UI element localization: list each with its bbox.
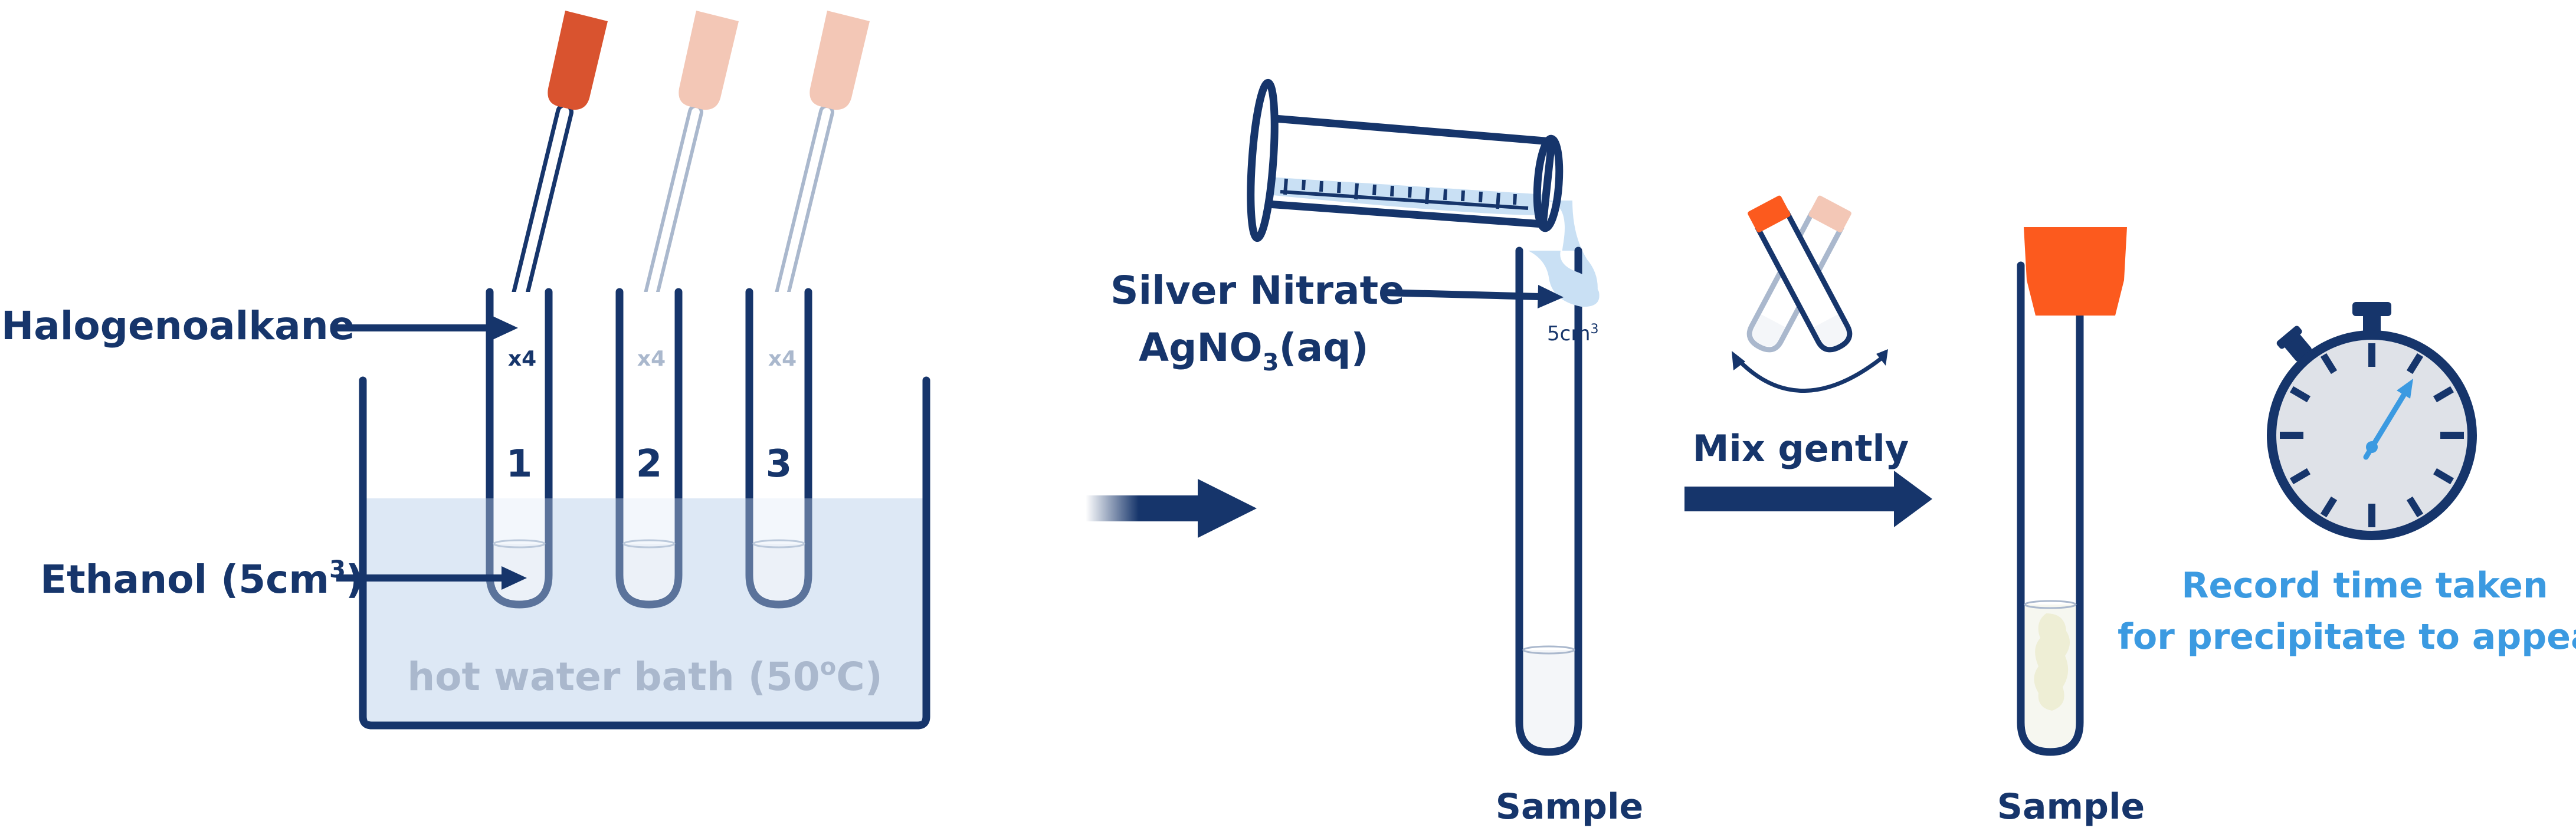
dropper-3-stem <box>773 108 831 320</box>
sample-label-1: Sample <box>1496 786 1643 827</box>
sample-tube-1-surface <box>1522 645 1575 655</box>
tube-1-ethanol-surface <box>493 539 546 548</box>
stopwatch-hand-tip <box>2397 379 2413 399</box>
stopper <box>2024 227 2127 316</box>
tube-number-3: 3 <box>766 442 792 486</box>
volume-label: 5cm3 <box>1547 322 1598 346</box>
tube-3-ethanol-surface <box>752 539 805 548</box>
drop-count-1: x4 <box>508 347 536 371</box>
test-tube-3 <box>745 288 812 609</box>
water-bath-container <box>359 376 930 730</box>
agno3-label: AgNO3(aq) <box>1139 325 1369 376</box>
stopwatch-face <box>2267 330 2477 540</box>
mix-tube-dark <box>1748 195 1853 353</box>
sample-tube-1-pour <box>1528 251 1600 307</box>
drop-count-3: x4 <box>768 347 797 371</box>
stopwatch-crown <box>2352 302 2391 316</box>
sample-label-2: Sample <box>1997 786 2145 827</box>
sample-tube-1-liquid <box>1523 650 1574 748</box>
mix-gently-label: Mix gently <box>1693 427 1909 470</box>
silver-nitrate-arrow <box>1383 285 1564 308</box>
sample-tube-1 <box>1515 247 1582 756</box>
dropper-2-bulb <box>679 11 739 110</box>
cylinder-lip <box>1533 134 1564 232</box>
test-tube-1 <box>486 288 553 609</box>
mix-arrowhead-right <box>1876 349 1888 366</box>
test-tube-2 <box>615 288 683 609</box>
stopwatch-pivot <box>2366 441 2378 453</box>
ethanol-arrow <box>336 566 527 590</box>
dropper-1 <box>506 11 608 325</box>
tube-number-2: 2 <box>636 442 663 486</box>
dropper-3-bulb <box>809 11 870 110</box>
dropper-2-stem <box>642 108 700 320</box>
mix-rotation-arc <box>1738 357 1883 393</box>
tube-number-1: 1 <box>506 442 533 486</box>
tube-3-ethanol <box>753 544 804 600</box>
stopwatch-icon <box>2267 302 2477 540</box>
water-bath-label: hot water bath (50oC) <box>407 653 883 699</box>
dropper-3 <box>769 11 870 325</box>
tube-2-ethanol-surface <box>622 539 676 548</box>
cylinder-graduations <box>1280 178 1529 210</box>
transition-arrow <box>1086 479 1257 538</box>
stopwatch-ticks <box>2280 343 2464 527</box>
drop-count-2: x4 <box>637 347 666 371</box>
dropper-1-stem <box>510 107 569 320</box>
mix-arrowhead-left <box>1732 351 1745 370</box>
halogenoalkane-label: Halogenoalkane <box>1 303 355 349</box>
mix-arrow <box>1684 471 1932 527</box>
precipitate <box>2034 613 2070 711</box>
dropper-2 <box>638 11 739 325</box>
mix-icon <box>1732 195 1888 393</box>
ethanol-label: Ethanol (5cm3) <box>40 556 363 602</box>
sample-tube-2-surface <box>2024 600 2077 609</box>
dropper-1-bulb <box>548 11 608 110</box>
stopwatch-side-button <box>2276 326 2312 362</box>
silver-nitrate-label: Silver Nitrate <box>1110 268 1405 313</box>
cylinder-base <box>1247 78 1279 242</box>
water-bath-overlay <box>367 498 922 721</box>
halogenoalkane-arrow <box>330 316 518 340</box>
tube-2-ethanol <box>624 544 674 600</box>
record-time-line-1: Record time taken <box>2181 565 2548 606</box>
record-time-line-2: for precipitate to appear <box>2118 616 2576 658</box>
